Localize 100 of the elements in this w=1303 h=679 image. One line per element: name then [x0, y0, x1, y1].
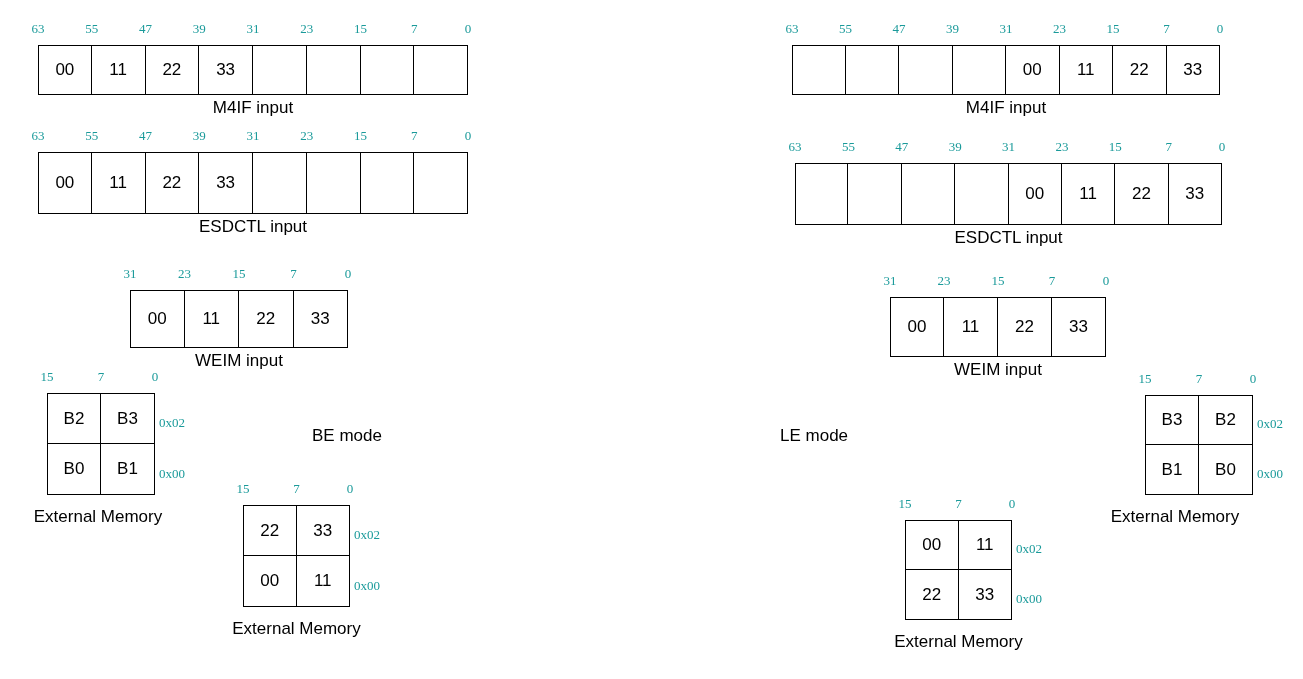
- register-cell: 00: [38, 45, 92, 95]
- register-caption: External Memory: [232, 619, 361, 639]
- bit-number: 23: [1053, 21, 1066, 37]
- bit-number: 0: [1218, 139, 1226, 155]
- bit-number: 15: [1138, 371, 1152, 387]
- empty-register-cell: [305, 152, 361, 214]
- register-caption: External Memory: [1110, 507, 1240, 527]
- register-cell: 22: [144, 45, 200, 95]
- bit-number: 0: [464, 128, 472, 144]
- register-cell: B1: [100, 443, 155, 495]
- register-cell: 11: [183, 290, 239, 348]
- bit-number: 0: [346, 481, 354, 497]
- register-cell: 33: [198, 152, 253, 214]
- register-cell: 33: [198, 45, 253, 95]
- bit-number: 7: [290, 266, 297, 282]
- bit-number: 39: [192, 128, 206, 144]
- register-caption: External Memory: [33, 507, 163, 527]
- bit-number: 31: [1002, 139, 1015, 155]
- bit-number: 63: [31, 21, 45, 37]
- bit-number: 0: [464, 21, 472, 37]
- register-cell: 00: [130, 290, 185, 348]
- bit-number: 23: [937, 273, 951, 289]
- register-cell: 33: [1051, 297, 1106, 357]
- empty-register-cell: [359, 152, 415, 214]
- register-caption: ESDCTL input: [954, 228, 1063, 248]
- bit-number: 31: [246, 128, 260, 144]
- bit-number: 0: [151, 369, 159, 385]
- register-cell: 11: [1058, 45, 1113, 95]
- bit-number: 0: [344, 266, 352, 282]
- register-caption: M4IF input: [212, 98, 294, 118]
- register-cell: 22: [243, 505, 297, 556]
- bit-number: 47: [892, 21, 906, 37]
- mode-label: LE mode: [780, 426, 849, 446]
- register-cell: 11: [90, 152, 146, 214]
- bit-number: 15: [232, 266, 246, 282]
- bit-number: 55: [839, 21, 852, 37]
- bit-number: 47: [139, 21, 152, 37]
- register-cell: B1: [1145, 444, 1199, 495]
- bit-number: 15: [40, 369, 54, 385]
- bit-number: 31: [883, 273, 897, 289]
- register-cell: 33: [957, 569, 1012, 620]
- register-cell: 00: [243, 555, 297, 607]
- register-cell: 11: [295, 555, 350, 607]
- bit-number: 15: [898, 496, 912, 512]
- bit-number: 23: [300, 128, 314, 144]
- register-cell: 33: [1167, 163, 1222, 225]
- register-cell: 11: [1060, 163, 1116, 225]
- register-cell: 33: [1165, 45, 1220, 95]
- bit-number: 23: [1055, 139, 1069, 155]
- bit-number: 47: [895, 139, 909, 155]
- register-cell: 33: [295, 505, 350, 556]
- bit-number: 7: [955, 496, 962, 512]
- empty-register-cell: [900, 163, 956, 225]
- bit-number: 31: [999, 21, 1013, 37]
- register-cell: B3: [1145, 395, 1199, 445]
- register-cell: 00: [1005, 45, 1060, 95]
- bit-number: 7: [1195, 371, 1203, 387]
- register-cell: 00: [38, 152, 92, 214]
- empty-register-cell: [954, 163, 1009, 225]
- register-cell: 00: [1007, 163, 1062, 225]
- bit-number: 31: [246, 21, 260, 37]
- bit-number: 55: [841, 139, 855, 155]
- register-cell: 22: [238, 290, 294, 348]
- bit-number: 39: [948, 139, 962, 155]
- register-caption: External Memory: [894, 632, 1023, 652]
- register-cell: 22: [905, 569, 959, 620]
- bit-number: 7: [97, 369, 105, 385]
- bit-number: 31: [123, 266, 137, 282]
- register-cell: B2: [47, 393, 101, 444]
- register-caption: ESDCTL input: [199, 217, 307, 237]
- register-cell: B3: [100, 393, 155, 444]
- register-cell: 22: [997, 297, 1052, 357]
- bit-number: 15: [1108, 139, 1122, 155]
- bit-number: 7: [1163, 21, 1170, 37]
- bit-number: 7: [1048, 273, 1056, 289]
- bit-number: 7: [293, 481, 300, 497]
- empty-register-cell: [847, 163, 902, 225]
- bit-number: 15: [1106, 21, 1120, 37]
- bit-number: 23: [178, 266, 191, 282]
- register-cell: 11: [90, 45, 146, 95]
- bit-number: 47: [139, 128, 152, 144]
- register-cell: 33: [292, 290, 348, 348]
- bit-number: 55: [85, 128, 99, 144]
- register-cell: B2: [1198, 395, 1253, 445]
- register-cell: 22: [1114, 163, 1169, 225]
- register-caption: M4IF input: [965, 98, 1047, 118]
- address-label: 0x00: [159, 465, 185, 482]
- register-cell: B0: [47, 443, 101, 495]
- bit-number: 7: [411, 21, 418, 37]
- bit-number: 63: [31, 128, 45, 144]
- bit-number: 15: [991, 273, 1005, 289]
- address-label: 0x00: [354, 577, 380, 594]
- address-label: 0x02: [354, 526, 380, 543]
- register-cell: 00: [905, 520, 959, 570]
- bit-number: 7: [1165, 139, 1172, 155]
- bit-number: 15: [354, 128, 367, 144]
- bit-number: 63: [785, 21, 799, 37]
- bit-number: 39: [946, 21, 959, 37]
- bit-number: 23: [300, 21, 314, 37]
- address-label: 0x02: [1257, 416, 1283, 432]
